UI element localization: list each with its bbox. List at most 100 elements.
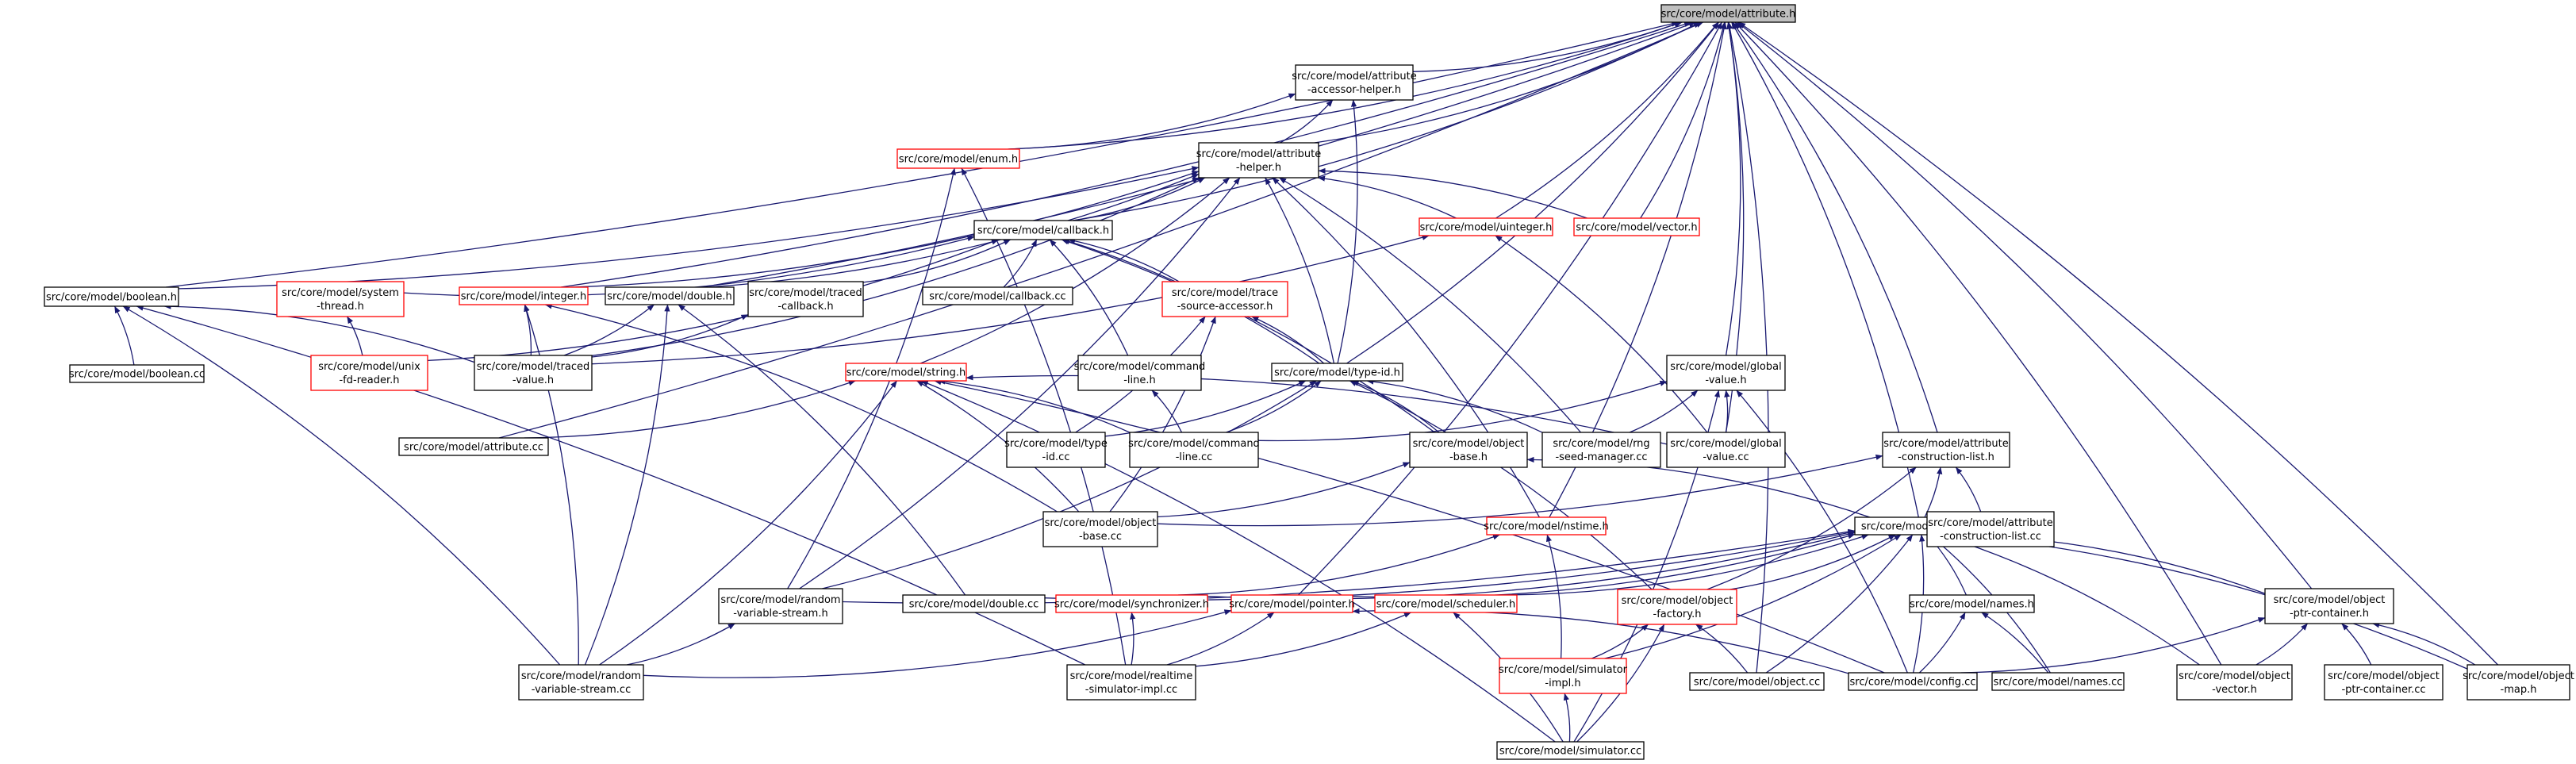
edge-uinteger-h-to-attribute-h: [1495, 21, 1719, 219]
node-callback-h[interactable]: src/core/model/callback.h: [973, 220, 1113, 240]
edge-random-variable-stream-h-to-type-id-h: [822, 380, 1317, 589]
node-callback-cc[interactable]: src/core/model/callback.cc: [922, 286, 1073, 305]
node-traced-value-h[interactable]: src/core/model/traced-value.h: [474, 355, 593, 391]
node-label: src/core/model/object: [2463, 670, 2574, 682]
node-box: [1055, 594, 1208, 613]
edge-traced-value-h-to-traced-callback-h: [591, 314, 749, 358]
edge-simulator-cc-to-string-h: [920, 380, 1556, 743]
node-object-base-cc[interactable]: src/core/model/object -base.cc: [1042, 511, 1158, 547]
node-object-cc[interactable]: src/core/model/object.cc: [1689, 672, 1825, 691]
node-label: src/core/model/attribute: [1196, 148, 1321, 160]
node-pointer-h[interactable]: src/core/model/pointer.h: [1229, 594, 1355, 613]
node-config-cc[interactable]: src/core/model/config.cc: [1848, 672, 1978, 691]
edge-accessor-helper-h-to-attribute-h: [1412, 21, 1682, 72]
node-boolean-h[interactable]: src/core/model/boolean.h: [44, 286, 179, 307]
node-scheduler-h[interactable]: src/core/model/scheduler.h: [1374, 594, 1518, 613]
node-traced-callback-h[interactable]: src/core/model/traced-callback.h: [747, 281, 864, 317]
node-label: src/core/model/object: [1045, 517, 1157, 529]
edge-random-variable-stream-cc-to-string-h: [599, 380, 898, 666]
node-construction-list-cc[interactable]: src/core/model/attribute-construction-li…: [1926, 511, 2055, 547]
node-object-map-h[interactable]: src/core/model/object-map.h: [2463, 664, 2574, 701]
node-trace-source-accessor-h[interactable]: src/core/model/trace-source-accessor.h: [1161, 281, 1288, 317]
node-names-h[interactable]: src/core/model/names.h: [1909, 594, 2035, 613]
edge-names-cc-to-names-h: [1981, 612, 2049, 674]
node-box: [1848, 672, 1978, 691]
node-label: -callback.h: [777, 301, 833, 313]
node-box: [718, 588, 843, 624]
edge-global-value-cc-to-global-value-h: [1724, 390, 1730, 433]
node-accessor-helper-h[interactable]: src/core/model/attribute-accessor-helper…: [1292, 64, 1417, 101]
edge-type-id-h-to-accessor-helper-h: [1337, 99, 1358, 364]
edge-traced-value-h-to-boolean-h: [163, 303, 475, 363]
node-random-variable-stream-cc[interactable]: src/core/model/random-variable-stream.cc: [518, 664, 644, 701]
node-label: -line.cc: [1176, 451, 1213, 463]
node-label: src/core/model/object.cc: [1694, 677, 1820, 689]
node-command-line-h[interactable]: src/core/model/command-line.h: [1074, 355, 1206, 391]
node-synchronizer-h[interactable]: src/core/model/synchronizer.h: [1054, 594, 1209, 613]
edge-object-base-h-to-type-id-h: [1351, 380, 1440, 433]
node-string-h[interactable]: src/core/model/string.h: [845, 363, 967, 382]
node-label: -source-accessor.h: [1177, 301, 1273, 313]
node-global-value-h[interactable]: src/core/model/global-value.h: [1666, 355, 1786, 391]
node-object-factory-h[interactable]: src/core/model/object-factory.h: [1617, 589, 1737, 625]
node-label: -factory.h: [1653, 609, 1702, 620]
node-label: src/core/model/scheduler.h: [1376, 599, 1516, 611]
node-system-thread-h[interactable]: src/core/model/system-thread.h: [276, 281, 405, 317]
node-label: src/core/model/names.h: [1910, 599, 2034, 611]
node-names-cc[interactable]: src/core/model/names.cc: [1991, 672, 2125, 691]
edge-command-line-cc-to-global-value-h: [1257, 380, 1668, 442]
node-realtime-simulator-impl-cc[interactable]: src/core/model/realtime-simulator-impl.c…: [1066, 664, 1196, 701]
node-unix-fd-reader-h[interactable]: src/core/model/unix-fd-reader.h: [310, 355, 428, 391]
node-label: -accessor-helper.h: [1307, 84, 1401, 96]
node-label: src/core/model/simulator: [1499, 664, 1628, 676]
node-global-value-cc[interactable]: src/core/model/global-value.cc: [1666, 432, 1786, 468]
node-double-h[interactable]: src/core/model/double.h: [605, 286, 735, 305]
node-label: -id.cc: [1042, 451, 1070, 463]
node-object-ptr-container-h[interactable]: src/core/model/object-ptr-container.h: [2264, 588, 2394, 624]
node-attribute-cc[interactable]: src/core/model/attribute.cc: [398, 437, 549, 456]
node-attribute-h[interactable]: src/core/model/attribute.h: [1660, 4, 1796, 23]
edge-config-cc-to-global-value-h: [1736, 390, 1908, 674]
node-rng-seed-manager-cc[interactable]: src/core/model/rng-seed-manager.cc: [1541, 432, 1661, 468]
edge-type-id-h-to-trace-source-accessor-h: [1251, 316, 1325, 364]
node-box: [398, 437, 549, 456]
node-label: -base.cc: [1079, 531, 1122, 543]
dependency-edges: [113, 21, 2498, 743]
node-box: [1129, 432, 1259, 468]
node-simulator-impl-h[interactable]: src/core/model/simulator-impl.h: [1499, 658, 1628, 694]
node-uinteger-h[interactable]: src/core/model/uinteger.h: [1419, 217, 1553, 236]
node-object-base-h[interactable]: src/core/model/object-base.h: [1409, 432, 1528, 468]
edge-object-h-to-object-base-h: [1526, 456, 1871, 518]
node-random-variable-stream-h[interactable]: src/core/model/random-variable-stream.h: [718, 588, 843, 624]
node-type-id-h[interactable]: src/core/model/type-id.h: [1271, 363, 1403, 382]
node-boolean-cc[interactable]: src/core/model/boolean.cc: [69, 364, 205, 383]
node-box: [1991, 672, 2125, 691]
node-enum-h[interactable]: src/core/model/enum.h: [896, 148, 1020, 169]
node-box: [1666, 355, 1786, 391]
node-simulator-cc[interactable]: src/core/model/simulator.cc: [1496, 741, 1645, 760]
edge-simulator-impl-h-to-object-h: [1604, 534, 1902, 659]
node-object-vector-h[interactable]: src/core/model/object-vector.h: [2176, 664, 2293, 701]
edge-command-line-cc-to-string-h: [938, 378, 1131, 433]
node-nstime-h[interactable]: src/core/model/nstime.h: [1484, 516, 1609, 536]
edge-callback-cc-to-callback-h: [1003, 239, 1038, 288]
edge-boolean-cc-to-boolean-h: [113, 305, 135, 366]
node-box: [2324, 664, 2444, 701]
node-vector-h[interactable]: src/core/model/vector.h: [1573, 217, 1700, 236]
node-attribute-helper-h[interactable]: src/core/model/attribute-helper.h: [1196, 142, 1321, 179]
edge-object-base-cc-to-string-h: [916, 380, 1080, 513]
node-construction-list-h[interactable]: src/core/model/attribute-construction-li…: [1882, 432, 2010, 468]
edge-traced-value-h-to-double-h: [563, 304, 655, 356]
edge-simulator-impl-h-to-nstime-h: [1546, 534, 1562, 659]
node-integer-h[interactable]: src/core/model/integer.h: [459, 286, 589, 305]
node-type-id-cc[interactable]: src/core/model/type-id.cc: [1004, 432, 1108, 468]
node-object-ptr-container-cc[interactable]: src/core/model/object-ptr-container.cc: [2324, 664, 2444, 701]
edge-unix-fd-reader-h-to-callback-h: [427, 239, 999, 362]
node-label: -variable-stream.h: [733, 608, 827, 620]
node-command-line-cc[interactable]: src/core/model/command-line.cc: [1128, 432, 1260, 468]
node-label: -value.h: [1705, 374, 1746, 386]
node-double-cc[interactable]: src/core/model/double.cc: [902, 594, 1046, 613]
edge-object-factory-h-to-object-h: [1729, 534, 1896, 590]
edge-vector-h-to-attribute-helper-h: [1318, 167, 1587, 219]
